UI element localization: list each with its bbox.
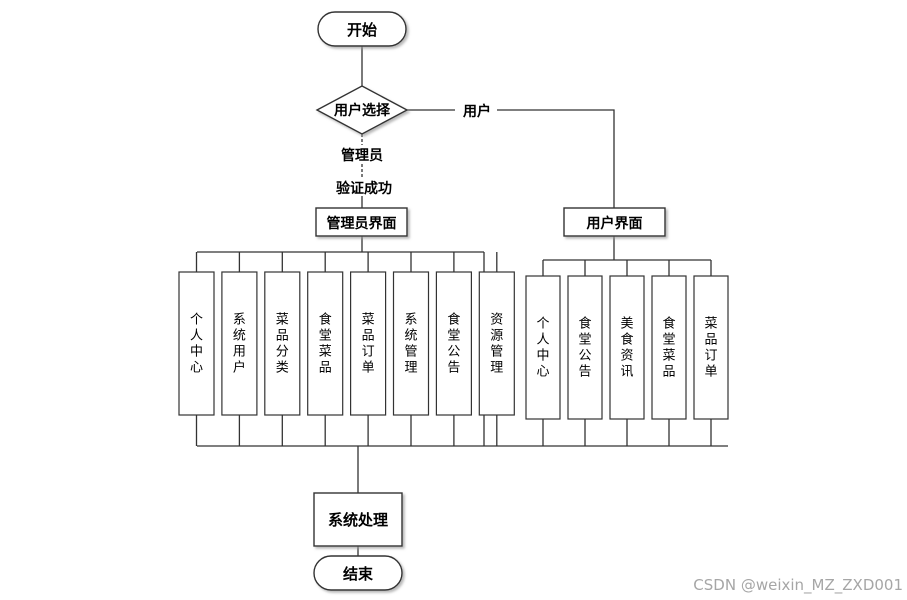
watermark: CSDN @weixin_MZ_ZXD001 [693,576,903,595]
user-interface-label: 用户界面 [587,215,643,232]
user-module-2: 美食资讯 [609,275,645,420]
admin-interface-node: 管理员界面 [315,207,408,237]
admin-module-label: 食堂公告 [447,312,460,376]
admin-module-label: 资源管理 [490,313,503,376]
user-module-label: 食堂公告 [578,316,591,380]
user-branch-label: 用户 [463,103,491,120]
end-node: 结束 [313,555,403,591]
admin-module-5: 系统管理 [392,271,430,416]
user-module-1: 食堂公告 [567,275,603,420]
admin-module-label: 系统用户 [233,313,246,376]
user-module-0: 个人中心 [525,275,561,420]
admin-module-3: 食堂菜品 [307,271,344,416]
user-module-group: 个人中心 食堂公告 美食资讯 食堂菜品 菜品订单 [525,259,729,446]
admin-module-label: 食堂菜品 [319,312,332,376]
start-node: 开始 [317,11,407,47]
admin-branch-label: 管理员 [341,147,383,164]
admin-module-label: 菜品分类 [276,313,289,376]
admin-module-label: 菜品订单 [362,313,375,376]
system-process-label: 系统处理 [328,511,388,529]
system-process-node: 系统处理 [313,492,403,547]
admin-module-group: 个人中心 系统用户 菜品分类 食堂菜品 菜品订单 系统管理 食堂公告 资源管理 [178,251,515,446]
user-module-label: 美食资讯 [620,317,633,380]
admin-module-7: 资源管理 [478,271,515,416]
user-interface-node: 用户界面 [563,207,666,237]
admin-module-label: 个人中心 [190,313,203,376]
user-module-label: 个人中心 [536,317,549,380]
admin-module-4: 菜品订单 [350,271,387,416]
user-module-label: 菜品订单 [704,317,717,380]
verify-label: 验证成功 [336,180,392,197]
end-label: 结束 [343,565,374,583]
admin-module-2: 菜品分类 [264,271,301,416]
user-module-label: 食堂菜品 [662,316,675,380]
decision-label: 用户选择 [334,102,391,119]
start-label: 开始 [347,21,377,39]
decision-node: 用户选择 [315,85,409,135]
user-module-4: 菜品订单 [693,275,729,420]
admin-module-0: 个人中心 [178,271,215,416]
admin-interface-label: 管理员界面 [327,215,397,232]
admin-module-6: 食堂公告 [435,271,472,416]
user-module-3: 食堂菜品 [651,275,687,420]
admin-module-1: 系统用户 [221,271,258,416]
admin-module-label: 系统管理 [404,313,417,376]
